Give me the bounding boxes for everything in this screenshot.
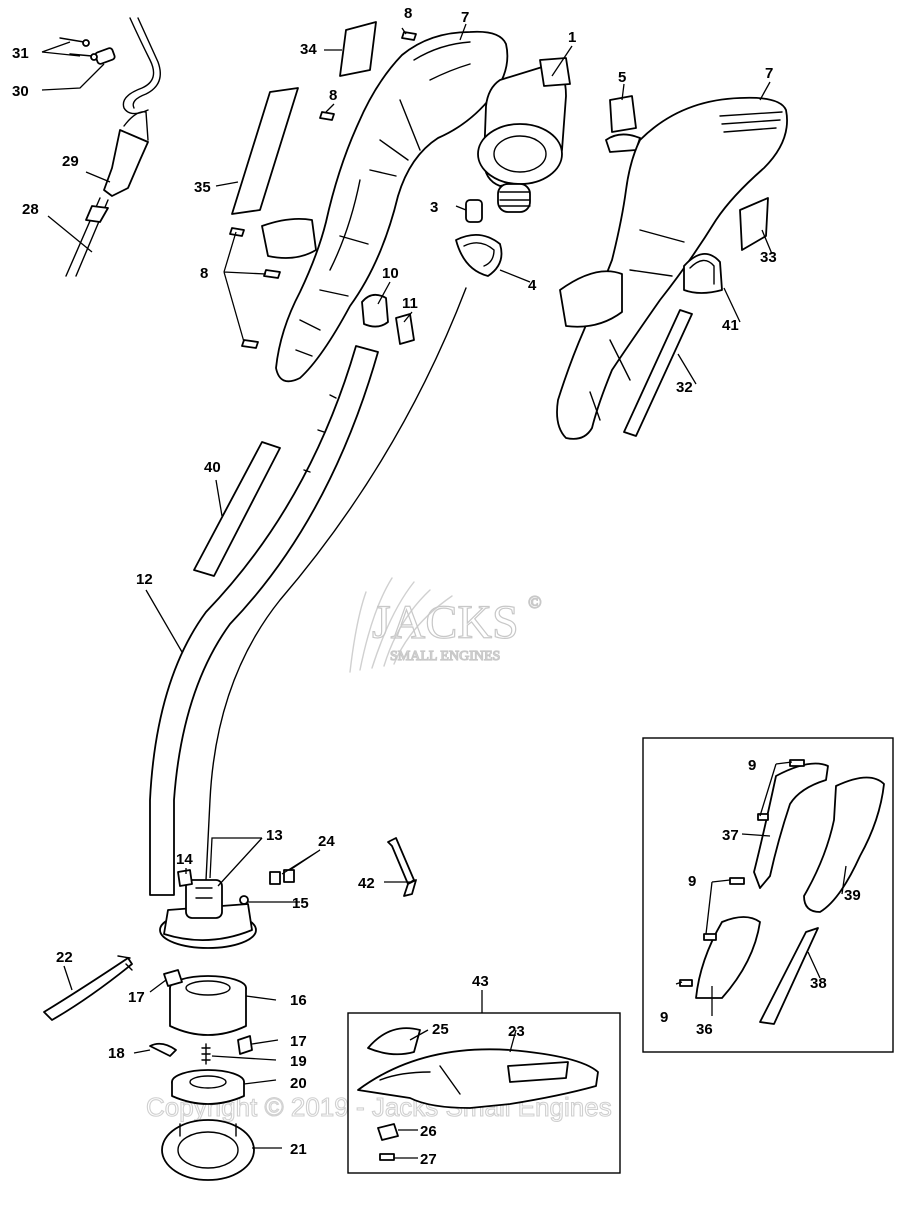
- callout-12: 12: [136, 571, 153, 588]
- callout-10: 10: [382, 265, 399, 282]
- left-housing-half: [229, 21, 509, 383]
- callout-23: 23: [508, 1023, 525, 1040]
- callout-17-top: 17: [128, 989, 145, 1006]
- watermark-registered: ©: [528, 592, 542, 612]
- callout-20: 20: [290, 1075, 307, 1092]
- callout-26: 26: [420, 1123, 437, 1140]
- callout-8-left: 8: [200, 265, 208, 282]
- callout-32: 32: [676, 379, 693, 396]
- callout-37: 37: [722, 827, 739, 844]
- callout-5: 5: [618, 69, 626, 86]
- callout-18: 18: [108, 1045, 125, 1062]
- guard-kit-box: [347, 1012, 621, 1174]
- callout-33: 33: [760, 249, 777, 266]
- callout-8-mid: 8: [329, 87, 337, 104]
- callout-22: 22: [56, 949, 73, 966]
- callout-38: 38: [810, 975, 827, 992]
- callout-24: 24: [318, 833, 335, 850]
- callout-30: 30: [12, 83, 29, 100]
- callout-43: 43: [472, 973, 489, 990]
- trimmer-head-assembly: [43, 869, 295, 1181]
- callout-28: 28: [22, 201, 39, 218]
- callout-3: 3: [430, 199, 438, 216]
- callout-35: 35: [194, 179, 211, 196]
- motor-assembly: [455, 57, 641, 277]
- callout-numbers: 1 3 4 5 7 7 8 8 8 9 9 9 10 11 12 13 14 1…: [12, 5, 861, 1168]
- right-housing-half: [556, 96, 788, 440]
- callout-41: 41: [722, 317, 739, 334]
- callout-4: 4: [528, 277, 537, 294]
- callout-11: 11: [402, 295, 418, 312]
- callout-15: 15: [292, 895, 309, 912]
- watermark-subtitle: SMALL ENGINES: [390, 649, 500, 664]
- callout-21: 21: [290, 1141, 307, 1158]
- callout-7-right: 7: [765, 65, 773, 82]
- callout-9-top: 9: [748, 757, 756, 774]
- callout-36: 36: [696, 1021, 713, 1038]
- callout-1: 1: [568, 29, 576, 46]
- callout-17-bottom: 17: [290, 1033, 307, 1050]
- callout-16: 16: [290, 992, 307, 1009]
- callout-39: 39: [844, 887, 861, 904]
- leader-lines: [41, 23, 847, 1159]
- callout-40: 40: [204, 459, 221, 476]
- callout-8-top: 8: [404, 5, 412, 22]
- shaft-assembly: [149, 287, 467, 896]
- callout-34: 34: [300, 41, 317, 58]
- callout-14: 14: [176, 851, 193, 868]
- callout-19: 19: [290, 1053, 307, 1070]
- power-cord-assembly: [59, 17, 161, 277]
- callout-42: 42: [358, 875, 375, 892]
- alternate-guard-box: [642, 737, 894, 1053]
- callout-9-bottom: 9: [660, 1009, 668, 1026]
- callout-13: 13: [266, 827, 283, 844]
- callout-31: 31: [12, 45, 29, 62]
- callout-25: 25: [432, 1021, 449, 1038]
- callout-9-mid: 9: [688, 873, 696, 890]
- callout-7-left: 7: [461, 9, 469, 26]
- watermark-brand: JACKS: [372, 596, 519, 649]
- callout-27: 27: [420, 1151, 437, 1168]
- hex-key: [387, 837, 417, 897]
- callout-29: 29: [62, 153, 79, 170]
